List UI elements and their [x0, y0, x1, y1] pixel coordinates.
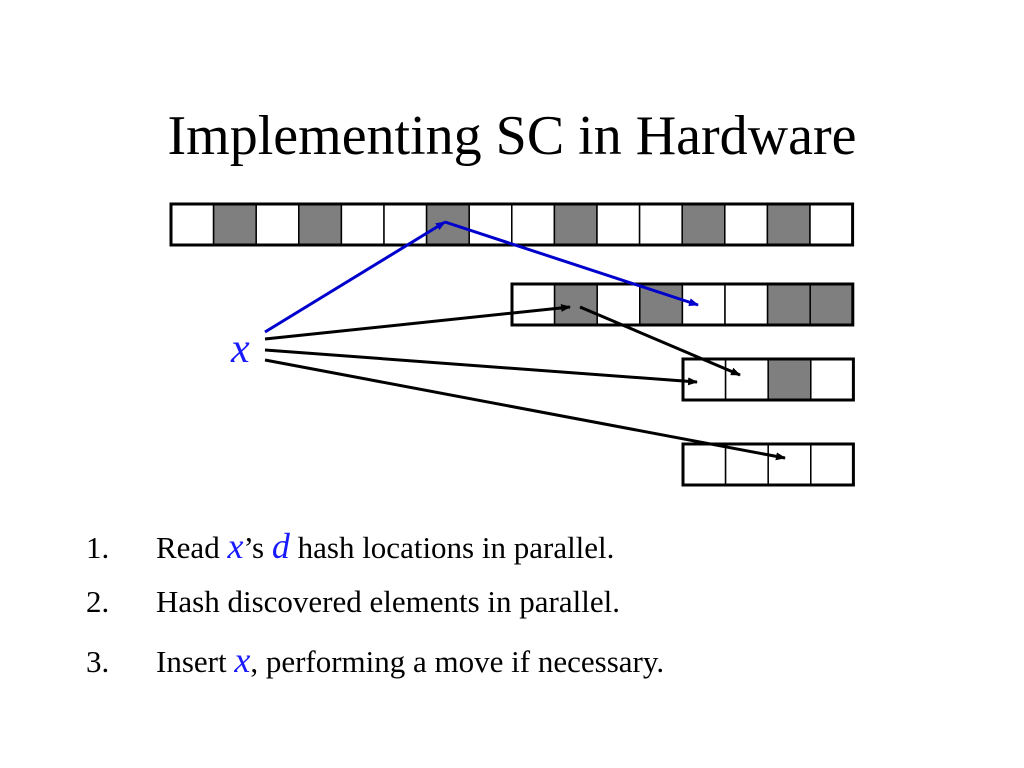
- table-cell-empty: [809, 203, 854, 246]
- step-3: 3. Insert x, performing a move if necessa…: [86, 640, 664, 682]
- table-4: [681, 442, 855, 487]
- table-cell-filled: [212, 203, 257, 246]
- step-number: 2.: [86, 584, 110, 619]
- step-1: 1. Read x’s d hash locations in parallel.: [86, 526, 614, 568]
- arrow-x-to-table-3: [264, 348, 698, 386]
- arrow-x-to-table-2: [264, 303, 571, 341]
- step-text: hash locations in parallel.: [289, 530, 615, 565]
- table-cell-empty: [170, 203, 215, 246]
- table-cell-filled: [298, 203, 343, 246]
- table-2: [510, 282, 855, 327]
- table-cell-filled: [767, 358, 812, 401]
- step-number: 1.: [86, 530, 110, 565]
- table-cell-filled: [766, 283, 811, 326]
- step-text: Insert: [156, 644, 235, 679]
- variable-x: x: [227, 526, 244, 566]
- step-text: ’s: [243, 530, 272, 565]
- table-1: [169, 202, 855, 247]
- table-cell-empty: [340, 203, 385, 246]
- table-cell-filled: [681, 203, 726, 246]
- table-border: [681, 442, 855, 487]
- table-cell-empty: [681, 283, 726, 326]
- table-cell-empty: [596, 283, 641, 326]
- table-cell-empty: [596, 203, 641, 246]
- arrow-table-1-to-table-2: [444, 220, 699, 307]
- step-text: Hash discovered elements in parallel.: [156, 584, 620, 619]
- table-cell-empty: [724, 283, 769, 326]
- table-cell-filled: [639, 283, 684, 326]
- table-cell-empty: [810, 358, 855, 401]
- table-cell-empty: [767, 443, 812, 486]
- table-cell-filled: [553, 203, 598, 246]
- table-cell-empty: [511, 283, 556, 326]
- element-x-label: x: [230, 326, 250, 372]
- arrow-table-2-to-table-3: [579, 305, 741, 377]
- table-cell-filled: [809, 283, 854, 326]
- table-3: [681, 357, 855, 402]
- table-cell-filled: [766, 203, 811, 246]
- step-text: , performing a move if necessary.: [250, 644, 665, 679]
- step-2: 2. Hash discovered elements in parallel.: [86, 582, 620, 622]
- table-cell-empty: [638, 203, 683, 246]
- step-text: Read: [156, 530, 228, 565]
- slide-title: Implementing SC in Hardware: [167, 105, 857, 167]
- variable-x: x: [234, 640, 251, 680]
- step-number: 3.: [86, 644, 110, 679]
- table-cell-empty: [724, 203, 769, 246]
- arrow-x-to-table-1: [264, 220, 446, 334]
- table-cell-empty: [255, 203, 300, 246]
- variable-d: d: [271, 526, 290, 566]
- table-cell-empty: [724, 358, 769, 401]
- table-cell-empty: [810, 443, 855, 486]
- table-cell-empty: [468, 203, 513, 246]
- table-cell-filled: [553, 283, 598, 326]
- table-cell-empty: [511, 203, 556, 246]
- arrow-x-to-table-4: [264, 358, 786, 461]
- table-cell-empty: [682, 443, 727, 486]
- table-border: [510, 282, 855, 327]
